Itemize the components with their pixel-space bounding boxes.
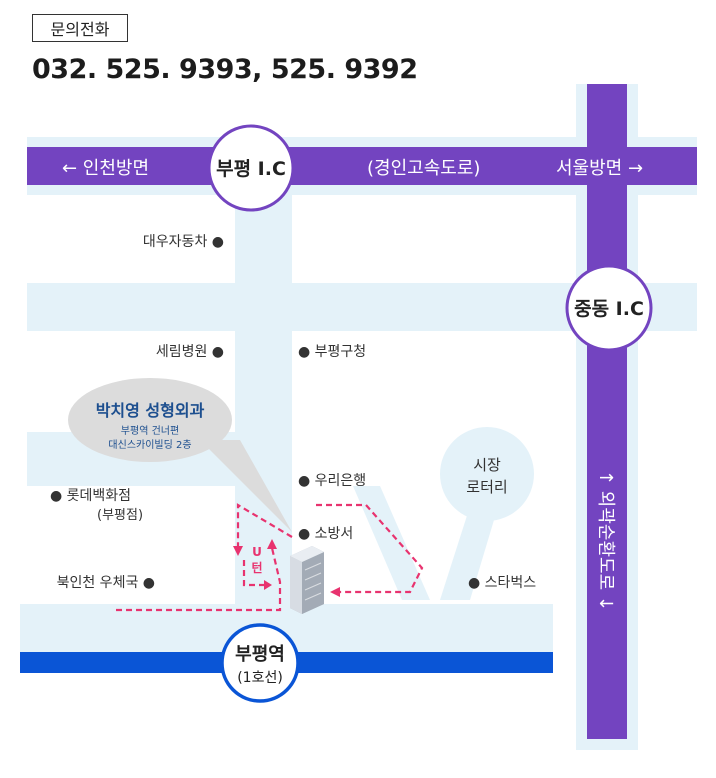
label-jungdong-ic: 중동 I.C [574,298,644,320]
landmark-daewoo: 대우자동차 ● [143,234,224,250]
inquiry-label: 문의전화 [32,14,128,42]
highway-gyeongin [27,147,697,185]
market-rotary: 시장 로터리 [440,427,534,521]
label-rotary-line2: 로터리 [466,478,507,496]
hospital-building: 대신스카이빌딩 2층 [108,439,191,451]
label-rotary-line1: 시장 [473,456,501,474]
road-north-south [235,172,292,610]
label-seoul-direction: 서울방면 → [556,158,643,179]
hospital-name: 박치영 성형외과 [96,401,205,420]
highway-outer-ring [587,84,627,739]
bupyeong-ic-marker: 부평 I.C [207,124,295,212]
label-bupyeong-ic: 부평 I.C [216,158,286,180]
road-diagonal-2 [440,500,500,600]
label-incheon-direction: ← 인천방면 [62,158,149,179]
route-arrowheads [233,539,340,597]
landmark-woori-bank: ● 우리은행 [298,473,366,489]
landmark-serim-hospital: 세림병원 ● [156,344,224,360]
hospital-callout: 박치영 성형외과 부평역 건너편 대신스카이빌딩 2층 [68,378,292,532]
uturn-label-turn: 턴 [251,560,262,575]
landmark-starbucks: ● 스타벅스 [468,575,536,591]
station-name: 부평역 [235,644,285,665]
landmark-bupyeong-office: ● 부평구청 [298,344,366,360]
label-gyeongin-expressway: (경인고속도로) [367,158,480,179]
phone-numbers: 032. 525. 9393, 525. 9392 [32,54,418,85]
hospital-location-note: 부평역 건너편 [121,425,179,437]
bupyeong-station-marker: 부평역 (1호선) [220,623,300,703]
landmark-fire-station: ● 소방서 [298,526,353,542]
station-line: (1호선) [237,670,283,686]
road-diagonal-1 [353,486,430,600]
label-outer-ring-road: ↑ 외곽순환도로 ↓ [595,470,616,611]
landmark-lotte-branch: (부평점) [97,508,143,523]
jungdong-ic-marker: 중동 I.C [565,264,653,352]
landmark-post-office: 북인천 우체국 ● [57,575,155,591]
building-icon [290,546,324,614]
uturn-label-u: U [252,545,262,559]
landmark-lotte: ● 롯데백화점 [50,488,131,504]
route-path [116,503,424,612]
